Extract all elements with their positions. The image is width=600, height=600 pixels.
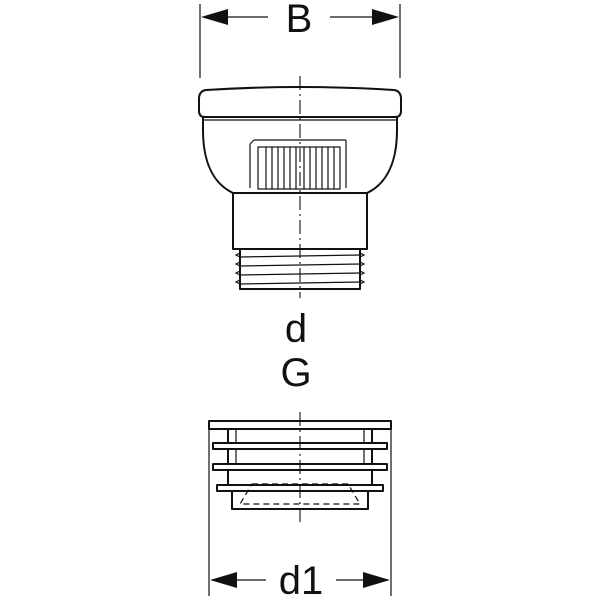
label-b: B <box>286 0 313 41</box>
label-g: G <box>280 351 311 395</box>
arrowhead-right-icon <box>372 9 399 25</box>
dimension-d1: d1 <box>208 429 392 600</box>
label-d1: d1 <box>279 559 324 600</box>
hidden-contour <box>238 483 362 505</box>
arrowhead-right-bottom-icon <box>363 572 390 588</box>
label-d: d <box>285 307 307 351</box>
socket-body <box>227 428 373 510</box>
dimension-b: B <box>199 0 401 78</box>
trap-upper-part <box>198 76 402 298</box>
arrowhead-left-icon <box>201 9 228 25</box>
ribbed-filter <box>249 139 347 190</box>
trap-lower-socket <box>208 412 392 524</box>
arrowhead-left-bottom-icon <box>210 572 237 588</box>
